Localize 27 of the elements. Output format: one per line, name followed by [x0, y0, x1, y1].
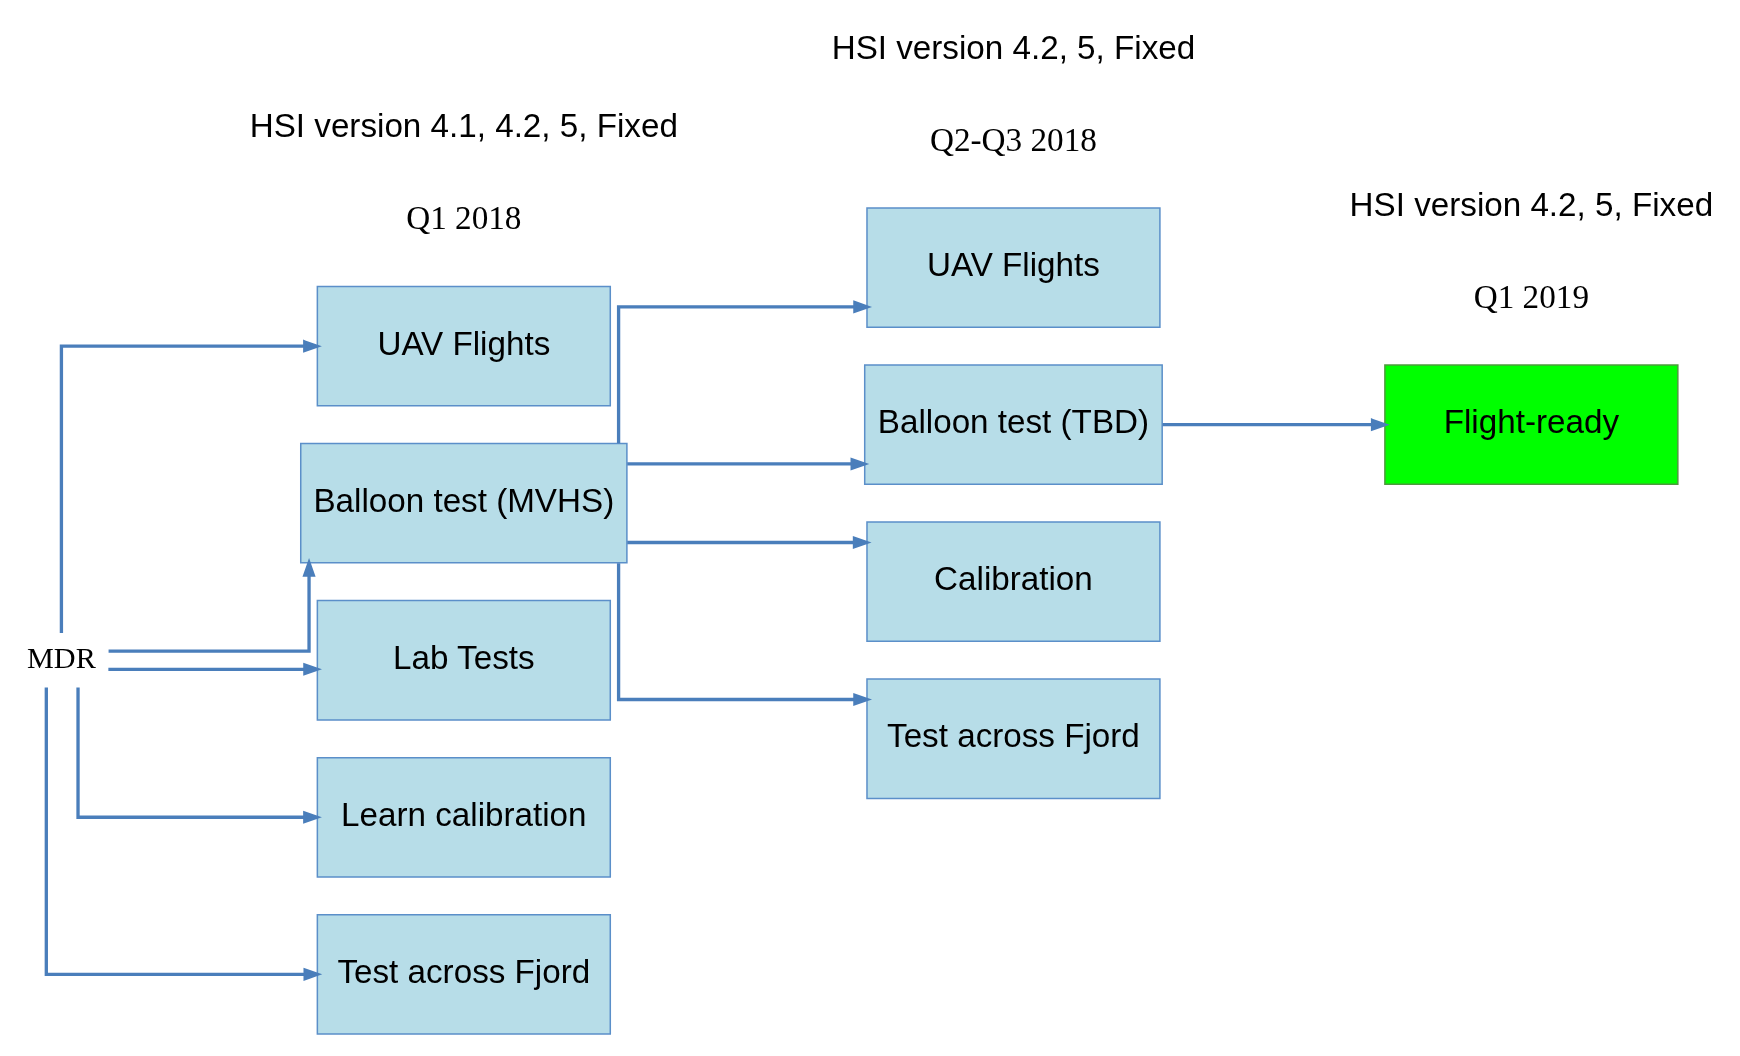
label: HSI version 4.1, 4.2, 5, Fixed — [249, 106, 678, 144]
node-box: Test across Fjord — [316, 913, 612, 1035]
label: Q1 2019 — [1473, 277, 1590, 315]
node-box: Learn calibration — [316, 756, 612, 878]
label: HSI version 4.2, 5, Fixed — [1349, 185, 1714, 223]
node-box: UAV Flights — [866, 206, 1161, 328]
node-box: Test across Fjord — [866, 677, 1161, 799]
arrow — [1162, 417, 1390, 431]
arrow — [616, 299, 872, 443]
label: Q2-Q3 2018 — [929, 120, 1097, 158]
arrow — [76, 687, 322, 824]
node-box: Lab Tests — [316, 599, 612, 721]
node-box: Calibration — [866, 520, 1161, 642]
arrow — [627, 535, 872, 549]
arrow — [627, 456, 870, 471]
node-box: Balloon test (TBD) — [863, 363, 1163, 485]
node-box: Balloon test (MVHS) — [300, 442, 628, 564]
arrow — [108, 662, 322, 676]
node-box: Flight-ready — [1384, 363, 1679, 485]
node-box: UAV Flights — [316, 285, 612, 407]
label: HSI version 4.2, 5, Fixed — [831, 28, 1196, 66]
node-text: MDR — [27, 640, 96, 675]
arrow — [108, 557, 316, 653]
arrow — [44, 687, 323, 981]
arrow — [616, 562, 872, 706]
arrow — [59, 339, 322, 633]
label: Q1 2018 — [406, 198, 522, 236]
